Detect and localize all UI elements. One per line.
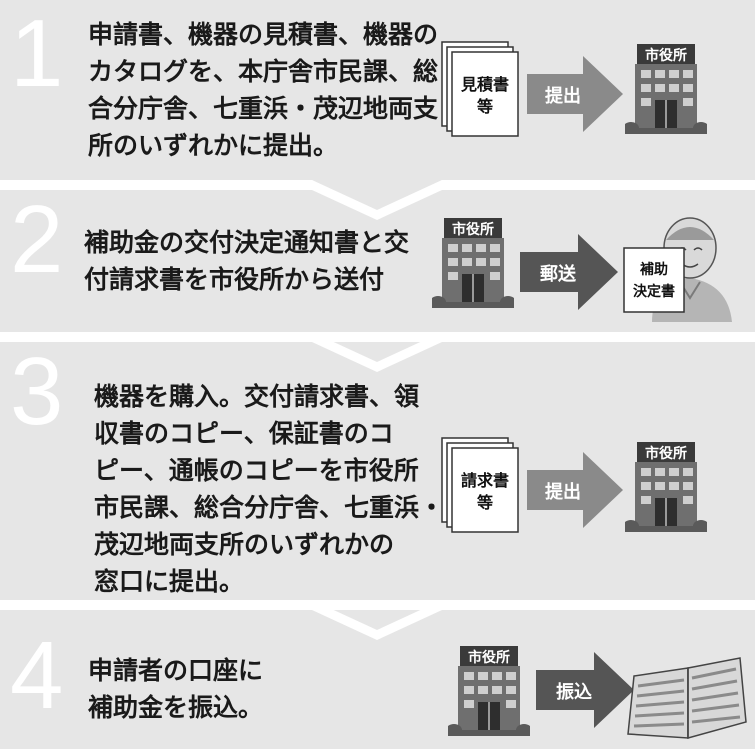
building-sign: 市役所 [645,445,687,462]
document-label-line: 等 [476,493,493,512]
step-3-line: ピー、通帳のコピーを市役所 [94,456,419,485]
bankbook-icon [627,657,747,739]
arrow-right-icon: 郵送 [520,234,618,310]
city-hall-building-icon: 市役所 [448,646,530,736]
step-1-panel [0,0,755,180]
arrow-label: 提出 [545,85,581,107]
document-stack-icon: 見積書 等 [441,41,519,137]
step-2-line: 補助金の交付決定通知書と交 [84,228,410,257]
arrow-label: 振込 [556,681,592,703]
step-2-line: 付請求書を市役所から送付 [84,265,385,294]
document-stack-icon: 請求書 等 [441,437,519,533]
step-separator [0,180,755,220]
notice-label-line: 補助 [639,261,668,278]
city-hall-building-icon: 市役所 [625,442,707,532]
document-label-line: 等 [476,97,493,116]
step-4-line: 補助金を振込。 [88,693,264,722]
arrow-right-icon: 提出 [527,452,623,528]
building-sign: 市役所 [645,47,687,64]
arrow-right-icon: 振込 [536,652,634,728]
step-1-line: 申請書、機器の見積書、機器の [88,20,439,49]
elderly-person-icon: 補助 決定書 [623,217,732,322]
building-sign: 市役所 [452,221,494,238]
document-label-line: 見積書 [460,75,509,94]
step-4-number: 4 [10,622,64,729]
step-1-number: 1 [10,0,64,107]
step-3-line: 機器を購入。交付請求書、領 [94,382,420,411]
step-3-line: 窓口に提出。 [94,567,245,596]
step-4-line: 申請者の口座に [88,656,264,685]
step-separator [0,332,755,372]
step-1-line: 所のいずれかに提出。 [88,131,339,160]
step-2-description: 補助金の交付決定通知書と交 付請求書を市役所から送付 [84,224,409,298]
step-2-number: 2 [10,186,64,293]
step-3-line: 収書のコピー、保証書のコ [94,419,394,448]
step-3-line: 茂辺地両支所のいずれかの [94,530,395,559]
arrow-label: 郵送 [540,263,577,285]
document-label-line: 請求書 [461,471,509,490]
arrow-right-icon: 提出 [527,56,623,132]
step-3-line: 市民課、総合分庁舎、七重浜・ [94,493,445,522]
step-3-number: 3 [10,338,64,445]
city-hall-building-icon: 市役所 [432,218,514,308]
step-1-line: カタログを、本庁舎市民課、総 [88,57,439,86]
city-hall-building-icon: 市役所 [625,44,707,134]
notice-label-line: 決定書 [633,283,675,300]
step-1-description: 申請書、機器の見積書、機器の カタログを、本庁舎市民課、総 合分庁舎、七重浜・茂… [88,16,438,164]
step-4-description: 申請者の口座に 補助金を振込。 [88,652,263,726]
arrow-label: 提出 [545,481,581,503]
step-3-description: 機器を購入。交付請求書、領 収書のコピー、保証書のコ ピー、通帳のコピーを市役所… [94,378,444,600]
step-1-line: 合分庁舎、七重浜・茂辺地両支 [88,94,439,123]
building-sign: 市役所 [468,649,510,666]
step-separator [0,600,755,640]
step-3-panel [0,342,755,600]
